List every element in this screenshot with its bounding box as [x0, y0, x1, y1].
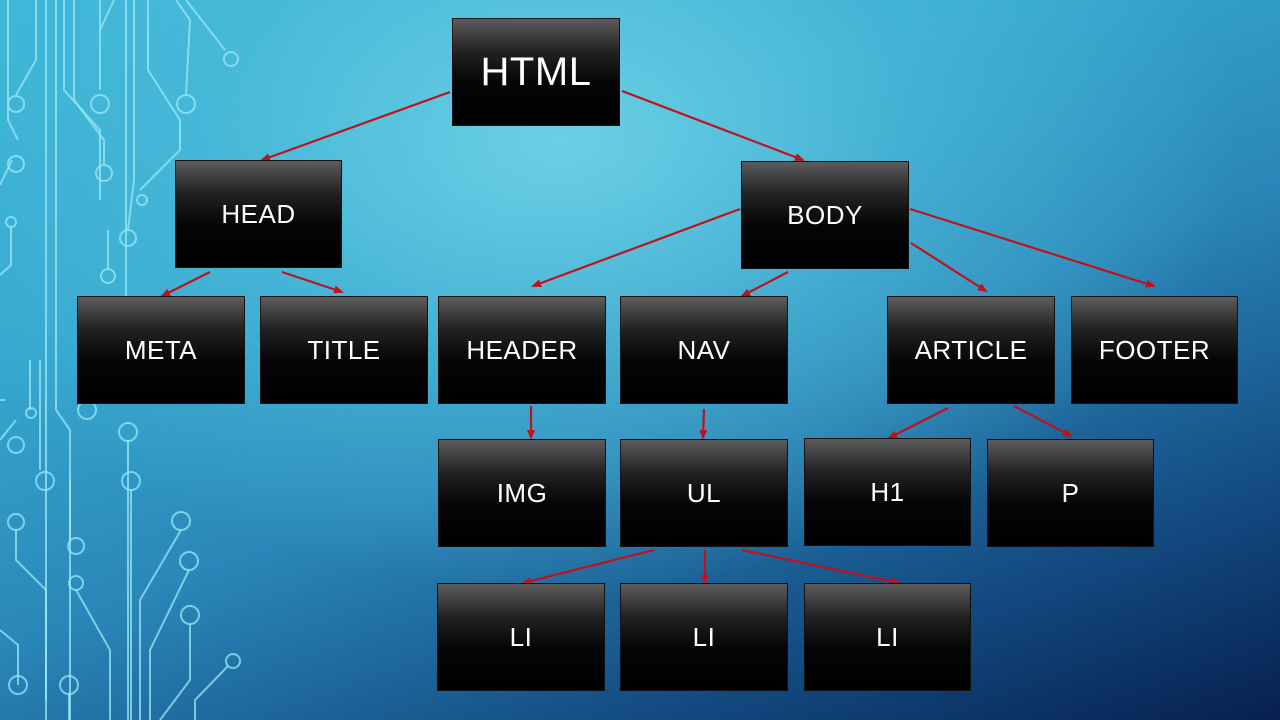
arrow-html-body	[621, 89, 805, 162]
node-img: IMG	[438, 439, 606, 547]
arrow-nav-ul	[699, 408, 708, 440]
arrow-body-header	[531, 207, 741, 288]
node-ul: UL	[620, 439, 788, 547]
arrow-ul-li3	[741, 548, 901, 586]
arrow-article-p	[1013, 405, 1073, 437]
arrow-body-nav	[740, 271, 789, 297]
node-p: P	[987, 439, 1154, 547]
node-li-1: LI	[437, 583, 605, 691]
arrow-head-meta	[160, 271, 211, 297]
node-html: HTML	[452, 18, 620, 126]
arrow-html-head	[260, 90, 451, 162]
node-article: ARTICLE	[887, 296, 1055, 404]
node-body: BODY	[741, 161, 909, 269]
node-meta: META	[77, 296, 245, 404]
node-nav: NAV	[620, 296, 788, 404]
node-header: HEADER	[438, 296, 606, 404]
node-footer: FOOTER	[1071, 296, 1238, 404]
node-head: HEAD	[175, 160, 342, 268]
arrow-body-footer	[909, 207, 1156, 288]
arrow-head-title	[281, 270, 344, 294]
node-title: TITLE	[260, 296, 428, 404]
node-h1: H1	[804, 438, 971, 546]
node-li-2: LI	[620, 583, 788, 691]
arrow-article-h1	[887, 407, 949, 439]
arrow-body-article	[910, 242, 988, 293]
node-li-3: LI	[804, 583, 971, 691]
arrow-ul-li1	[521, 548, 655, 585]
